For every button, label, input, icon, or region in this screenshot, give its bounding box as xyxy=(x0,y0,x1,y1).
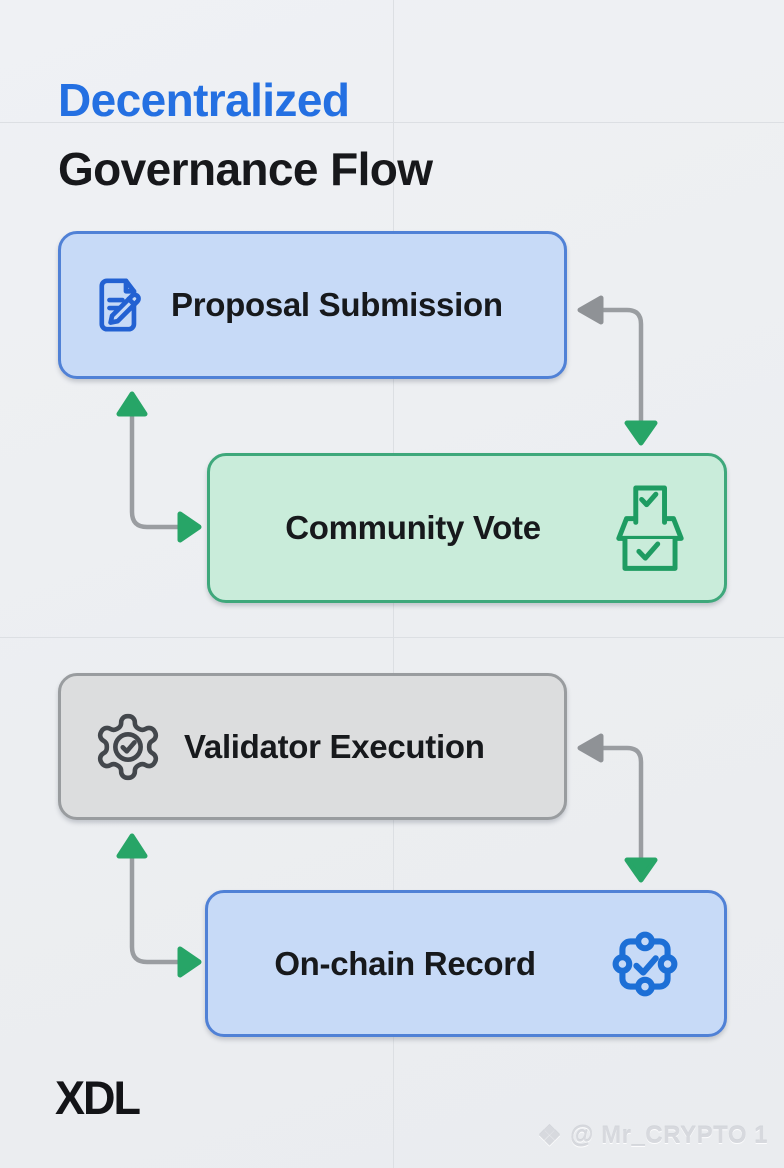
binance-diamond-icon: ❖ xyxy=(537,1120,563,1151)
connector-vote-to-proposal-left xyxy=(129,403,185,530)
title-main-line: Governance Flow xyxy=(58,143,433,195)
flow-node-validator-execution: Validator Execution xyxy=(58,673,567,820)
arrowhead-down-green-icon xyxy=(624,857,658,883)
page-title: Decentralized Governance Flow xyxy=(58,66,433,204)
title-accent-line: Decentralized xyxy=(58,74,350,126)
connector-proposal-to-vote-right xyxy=(598,307,644,423)
connector-validator-to-record-right xyxy=(598,745,644,861)
connector-record-to-validator-left xyxy=(129,845,185,965)
xdl-logo: XDL xyxy=(55,1070,141,1125)
arrowhead-right-green-icon xyxy=(177,946,202,978)
flow-node-on-chain-record: On-chain Record xyxy=(205,890,727,1037)
arrowhead-up-green-icon xyxy=(116,833,148,859)
arrowhead-left-gray-icon xyxy=(577,733,604,763)
node-label: Validator Execution xyxy=(184,727,485,765)
node-label: On-chain Record xyxy=(274,944,536,982)
grid-line-horizontal xyxy=(0,122,784,123)
node-label: Community Vote xyxy=(285,509,541,546)
watermark-text: @ Mr_CRYPTO 1 xyxy=(570,1122,768,1149)
network-check-icon xyxy=(602,921,688,1007)
grid-line-horizontal xyxy=(0,637,784,638)
arrowhead-left-gray-icon xyxy=(577,295,604,325)
watermark: ❖ @ Mr_CRYPTO 1 xyxy=(537,1122,768,1150)
node-label: Proposal Submission xyxy=(171,286,503,323)
arrowhead-up-green-icon xyxy=(116,391,148,417)
gear-check-icon xyxy=(91,710,165,784)
arrowhead-down-green-icon xyxy=(624,420,658,446)
flow-node-community-vote: Community Vote xyxy=(207,453,727,603)
document-edit-icon xyxy=(84,272,152,338)
ballot-box-icon xyxy=(616,485,684,572)
flow-node-proposal-submission: Proposal Submission xyxy=(58,231,567,379)
arrowhead-right-green-icon xyxy=(177,511,202,543)
